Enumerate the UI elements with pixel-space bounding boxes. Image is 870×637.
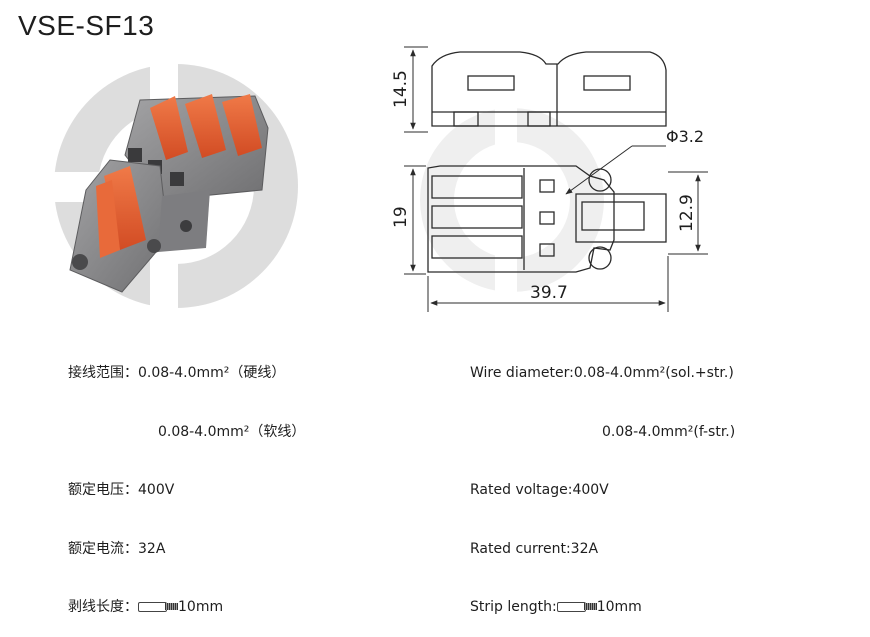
spec-cn: 接线范围：0.08-4.0mm²（硬线） 0.08-4.0mm²（软线） 额定电… <box>68 325 305 637</box>
side-view-drawing <box>427 165 667 273</box>
spec-en-wire-diameter: Wire diameter:0.08-4.0mm²(sol.+str.) <box>470 365 734 381</box>
watermark-logo-2 <box>420 100 604 300</box>
product-title: VSE-SF13 <box>18 10 155 41</box>
dimension-height-side <box>404 165 426 275</box>
spec-en: Wire diameter:0.08-4.0mm²(sol.+str.) 0.0… <box>470 325 735 637</box>
drawing-canvas: 14.5 19 12.9 39.7 Φ3.2 <box>54 46 708 312</box>
connector-photo <box>69 94 269 293</box>
dimension-length <box>427 256 669 312</box>
spec-en-wire-diameter-fstr: 0.08-4.0mm²(f-str.) <box>602 423 736 440</box>
spec-en-current: Rated current:32A <box>470 540 599 557</box>
spec-en-strip-value: 10mm <box>596 599 642 615</box>
dim-text-39-7: 39.7 <box>530 283 568 303</box>
spec-cn-voltage: 额定电压：400V <box>68 482 175 498</box>
spec-cn-current: 额定电流：32A <box>68 540 166 557</box>
dim-text-hole: Φ3.2 <box>666 127 704 146</box>
dimension-height-top <box>404 46 428 133</box>
dim-text-12-9: 12.9 <box>677 194 697 232</box>
spec-cn-strip: 剥线长度： 10mm <box>68 598 305 618</box>
spec-en-strip-label: Strip length: <box>470 599 557 615</box>
spec-en-voltage: Rated voltage:400V <box>470 482 609 498</box>
spec-en-strip: Strip length: 10mm <box>470 598 735 618</box>
spec-cn-wire-range-soft: 0.08-4.0mm²（软线） <box>158 423 306 440</box>
spec-cn-wire-range: 接线范围：0.08-4.0mm²（硬线） <box>68 365 286 381</box>
spec-cn-strip-label: 剥线长度： <box>68 599 138 615</box>
top-view-drawing <box>431 51 667 127</box>
strip-wire-icon <box>138 602 178 612</box>
hole-leader <box>565 145 666 195</box>
spec-cn-strip-value: 10mm <box>178 599 224 615</box>
dimension-width-right <box>668 171 708 255</box>
dim-text-14-5: 14.5 <box>391 70 411 108</box>
strip-wire-icon-en <box>556 602 597 612</box>
dim-text-19: 19 <box>391 206 411 228</box>
